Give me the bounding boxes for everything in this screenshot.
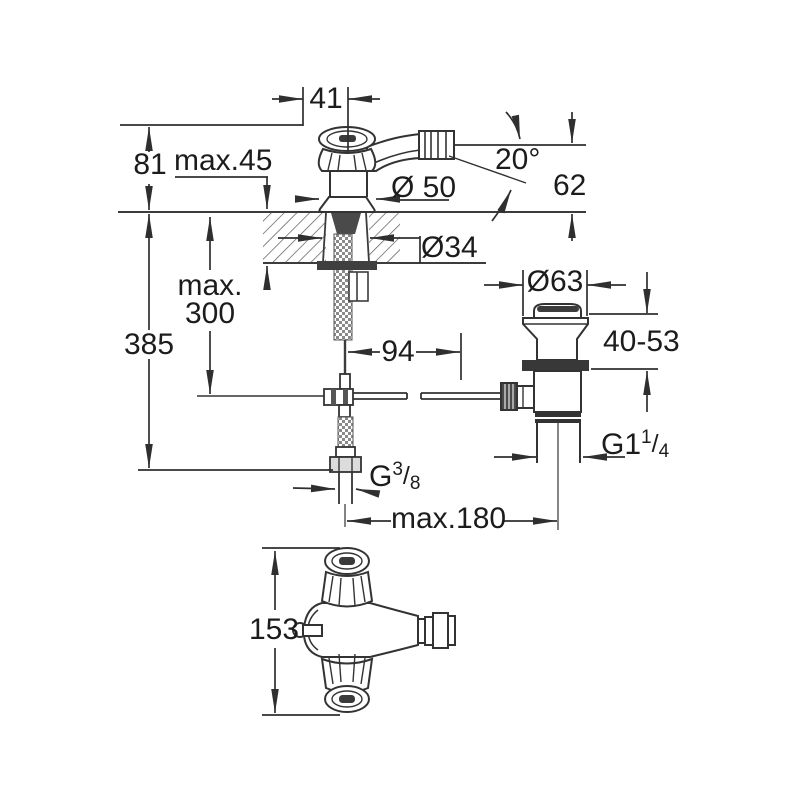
popup-rod-assembly — [197, 373, 501, 527]
hole-diameter-label: Ø34 — [421, 231, 478, 264]
base-diameter-label: Ø 50 — [391, 171, 457, 204]
waste-mounting-range-label: 40-53 — [603, 325, 680, 358]
connection-depth-line2: 300 — [184, 297, 236, 330]
spout-offset-label: 41 — [309, 82, 343, 115]
waste-valve-drawing — [500, 303, 589, 530]
supply-nut — [329, 456, 362, 473]
aerator — [418, 130, 455, 160]
dimension-lines — [120, 87, 658, 716]
dim-d34 — [278, 234, 421, 263]
dim-d63 — [484, 270, 626, 316]
dim-41 — [272, 87, 380, 150]
rod-knob — [500, 382, 538, 411]
dim-max45 — [175, 176, 271, 290]
waste-thread-sup: 1 — [641, 427, 652, 448]
supply-thread-slash: / — [402, 462, 410, 490]
supply-thread-base: G — [369, 460, 393, 493]
supply-thread-label: G3/8 — [369, 455, 420, 499]
spout-height-label: 62 — [553, 169, 587, 202]
supply-thread-sub: 8 — [409, 473, 421, 494]
deck-thickness-label: max.45 — [174, 144, 273, 177]
rod-offset-label: 94 — [381, 335, 415, 368]
faucet-side-view — [317, 126, 455, 213]
body-length-label: 153 — [248, 613, 300, 646]
spout-angle-label: 20° — [495, 143, 541, 176]
waste-thread-sub: 4 — [658, 441, 670, 462]
waste-thread-base: G1 — [601, 428, 642, 461]
dim-94 — [348, 333, 462, 380]
waste-thread-label: G11/4 — [601, 423, 669, 467]
waste-thread-slash: / — [651, 430, 659, 458]
dim-g38 — [292, 484, 381, 498]
supply-thread-sup: 3 — [392, 459, 403, 480]
overall-height-label: 385 — [123, 328, 175, 361]
connection-depth-line1: max. — [177, 269, 243, 302]
waste-flange-diameter-label: Ø63 — [526, 265, 584, 298]
body-height-label: 81 — [133, 148, 167, 181]
dim-d50 — [295, 195, 449, 203]
dim-20deg — [448, 111, 527, 222]
faucet-plan-view — [292, 547, 456, 713]
cross-handle-cap — [318, 126, 376, 152]
rod-max-reach-label: max.180 — [391, 502, 507, 535]
connection-depth-label: max.300 — [155, 269, 265, 330]
